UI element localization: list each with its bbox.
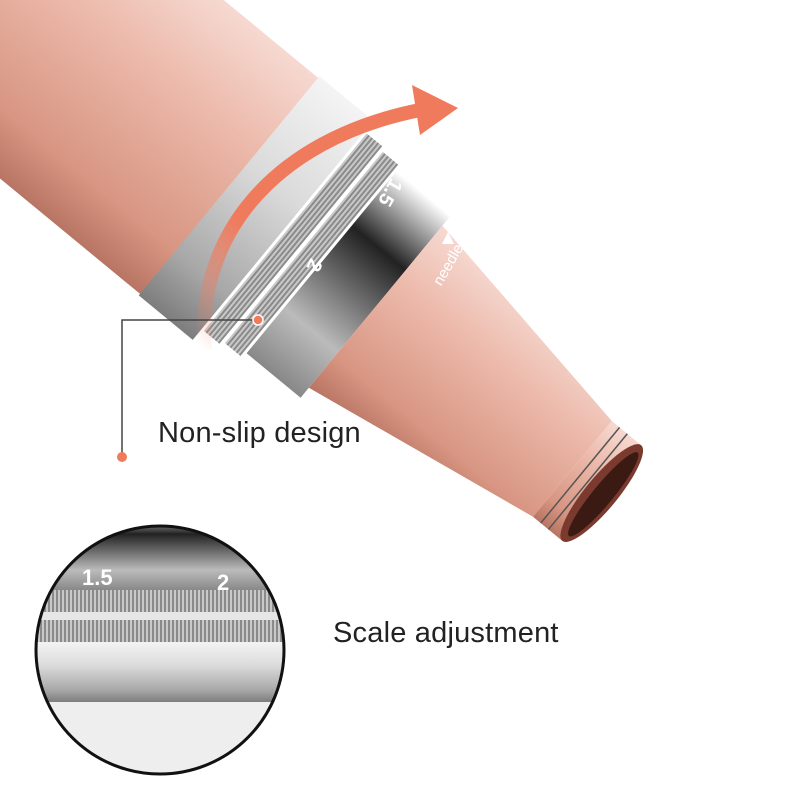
knurled-ring <box>225 151 399 356</box>
knurled-ring <box>203 133 383 344</box>
non-slip-label: Non-slip design <box>158 417 361 449</box>
curved-arrow-icon <box>197 85 458 351</box>
pen-body <box>0 0 644 542</box>
scale-adjustment-label: Scale adjustment <box>333 617 559 649</box>
pen-cone <box>308 225 612 517</box>
inset-mark-2: 2 <box>217 570 229 595</box>
dial-pointer-icon <box>442 232 454 244</box>
pen-grip <box>0 0 322 298</box>
inset-mark-1-5: 1.5 <box>82 565 113 590</box>
scale-dial <box>246 171 451 398</box>
pen-nozzle <box>532 421 642 541</box>
inset-border <box>34 524 286 776</box>
callout-connector <box>117 314 264 462</box>
zoom-inset <box>36 526 284 774</box>
